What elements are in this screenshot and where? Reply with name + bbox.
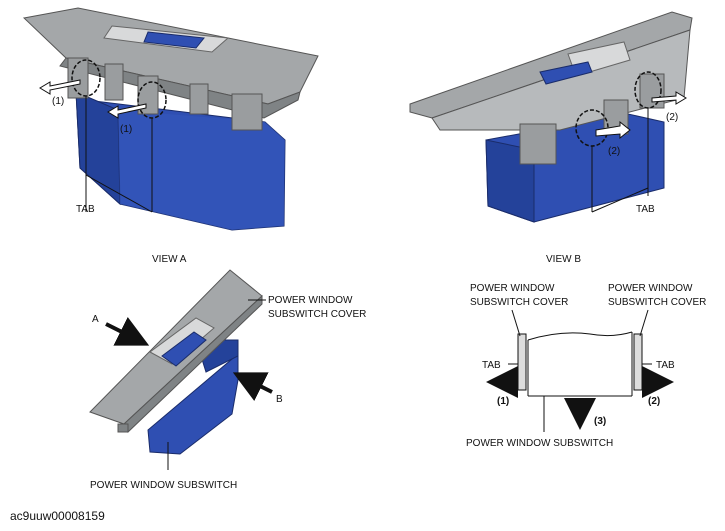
tab-label-a: TAB: [76, 204, 95, 215]
cover-label-right-2-line1: POWER WINDOW: [608, 283, 693, 294]
cover-label-right-1-line2: SUBSWITCH COVER: [470, 297, 568, 308]
view-b-caption: VIEW B: [546, 254, 581, 265]
arrow-b: [232, 372, 273, 402]
cover-label-left-2: SUBSWITCH COVER: [268, 309, 366, 320]
subswitch-label-right: POWER WINDOW SUBSWITCH: [466, 438, 613, 449]
cover-label-right-2-line2: SUBSWITCH COVER: [608, 297, 706, 308]
step-1-label-schematic: (1): [497, 396, 509, 407]
cover-label-right-1-line1: POWER WINDOW: [470, 283, 555, 294]
step-1-label-a2: (1): [120, 124, 132, 135]
step-1-label-a1: (1): [52, 96, 64, 107]
view-a-illustration: [22, 7, 319, 231]
assembly-overview-illustration: [89, 269, 263, 455]
schematic-diagram: [486, 309, 674, 432]
tab-label-schematic-right: TAB: [656, 360, 675, 371]
view-b-illustration: [409, 11, 693, 223]
step-2-label-b1: (2): [608, 146, 620, 157]
tab-label-schematic-left: TAB: [482, 360, 501, 371]
step-2-label-b2: (2): [666, 112, 678, 123]
subswitch-label-left: POWER WINDOW SUBSWITCH: [90, 480, 237, 491]
cover-label-left-1: POWER WINDOW: [268, 295, 353, 306]
step-3-label-schematic: (3): [594, 416, 606, 427]
figure-code: ac9uuw00008159: [10, 509, 105, 523]
view-a-caption: VIEW A: [152, 254, 187, 265]
arrow-b-label: B: [276, 394, 283, 405]
arrow-a: [105, 316, 150, 346]
step-2-label-schematic: (2): [648, 396, 660, 407]
arrow-a-label: A: [92, 314, 99, 325]
tab-label-b: TAB: [636, 204, 655, 215]
